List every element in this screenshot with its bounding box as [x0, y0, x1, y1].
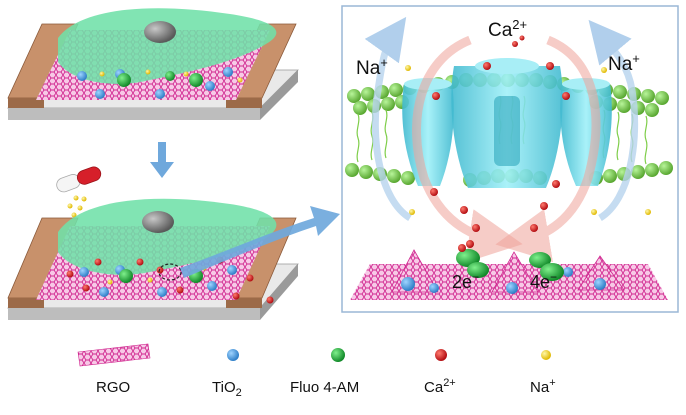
ca-ions-panel — [430, 35, 570, 232]
ca-flow-arrow-left — [412, 35, 523, 263]
fluo-molecules-panel — [456, 240, 564, 281]
label-4e: 4e− — [530, 270, 557, 292]
arrow-right-icon — [180, 206, 340, 278]
label-na-left: Na+ — [356, 55, 388, 79]
nucleus-top — [144, 21, 176, 43]
legend-rgo-label: RGO — [96, 379, 130, 396]
rgo-surface-panel — [350, 249, 668, 300]
device-bottom — [7, 198, 299, 320]
legend-rgo-icon — [77, 343, 151, 367]
legend-na-label: Na+ — [530, 377, 556, 396]
legend-na-icon — [541, 350, 551, 360]
label-ca-top: Ca2+ — [488, 17, 527, 41]
na-ions-panel — [405, 65, 651, 215]
cell-body-top — [58, 8, 277, 84]
legend-ca-icon — [435, 349, 447, 361]
ca-flow-arrow-right — [495, 35, 601, 263]
legend-fluo-icon — [331, 348, 345, 362]
arrow-down-icon — [150, 142, 174, 178]
capsule-icon — [56, 166, 102, 218]
legend-tio2-label: TiO2 — [212, 379, 242, 399]
legend-fluo-label: Fluo 4-AM — [290, 379, 359, 396]
label-2e: 2e− — [452, 270, 479, 292]
device-top — [7, 8, 299, 120]
legend-ca-label: Ca2+ — [424, 377, 456, 396]
nucleus-bottom — [142, 211, 174, 233]
legend-tio2-icon — [227, 349, 239, 361]
zoom-region-marker — [158, 263, 182, 281]
na-flow-arrow-right — [588, 19, 639, 221]
label-na-right: Na+ — [608, 51, 640, 75]
ion-channel-center — [451, 58, 563, 188]
legend: RGO TiO2 Fluo 4-AM Ca2+ Na+ — [77, 343, 556, 399]
na-flow-arrow-left — [364, 16, 412, 221]
